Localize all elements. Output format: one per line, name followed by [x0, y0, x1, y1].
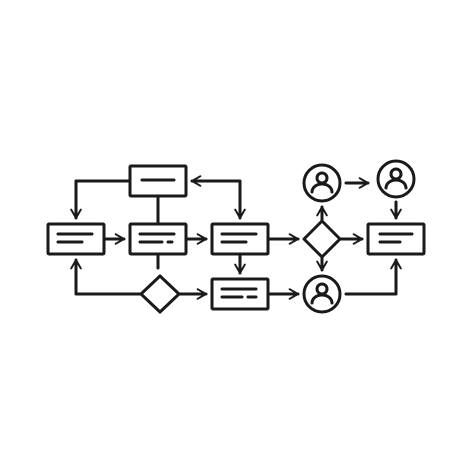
user-top-left-icon [302, 163, 342, 203]
box-top [128, 164, 188, 198]
edge-decision-to-left [70, 258, 143, 296]
decision-bottom-diamond [139, 274, 181, 314]
box-mid [128, 222, 188, 256]
user-bottom-icon [302, 274, 342, 314]
edge-top-center-bidirectional [190, 175, 246, 220]
edge-top-to-left [70, 179, 132, 220]
box-left [46, 222, 106, 256]
user-top-right-icon [376, 159, 416, 199]
edge-user-bottom-to-right-box [344, 258, 402, 296]
box-right [366, 222, 426, 256]
decision-right-diamond [302, 219, 342, 259]
box-bottom [210, 277, 270, 311]
box-center [210, 222, 270, 256]
